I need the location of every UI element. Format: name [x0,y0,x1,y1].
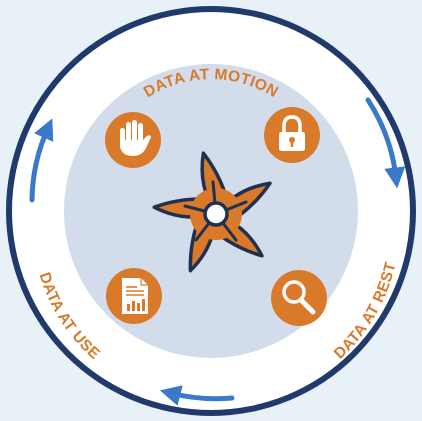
flower-logo-icon [152,151,272,273]
magnifier-icon [271,270,327,326]
cycle-arrow-icon [365,97,406,189]
padlock-icon [264,107,320,163]
report-document-icon [106,268,162,324]
cycle-arrow-icon [29,118,54,203]
cycle-arrow-icon [159,385,235,406]
hand-stop-icon [105,112,161,168]
